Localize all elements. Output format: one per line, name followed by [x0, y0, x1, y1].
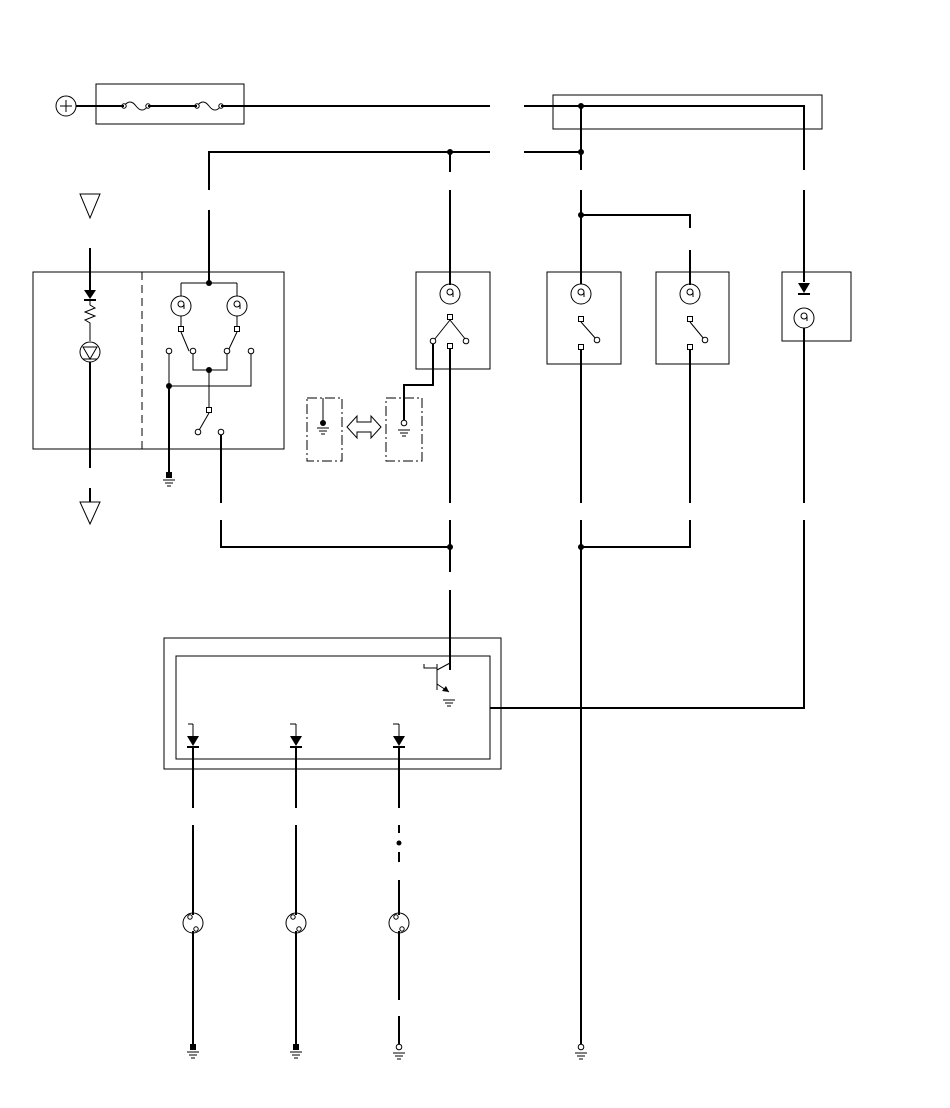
battery-plus-terminal: [55, 95, 77, 117]
bottom-lamps: [182, 912, 410, 934]
indicator-far-right: [781, 271, 852, 342]
switch-right-b: [655, 271, 730, 365]
ground-change-inset: [306, 397, 423, 462]
transistor: [423, 662, 456, 707]
main-feed-wire: [76, 105, 805, 170]
bottom-grounds: [186, 1043, 588, 1060]
feed-bus-wire: [208, 151, 581, 190]
fuse-box: [95, 83, 245, 125]
junction-block: [552, 94, 823, 130]
switch-assembly-left: [32, 271, 285, 450]
switch-lamp-left: [170, 295, 248, 317]
switch-right-a: [546, 271, 622, 365]
switch-center: [415, 271, 491, 370]
indicator-column: [79, 193, 101, 526]
control-unit: [163, 637, 502, 770]
control-unit-outputs: [186, 723, 406, 748]
